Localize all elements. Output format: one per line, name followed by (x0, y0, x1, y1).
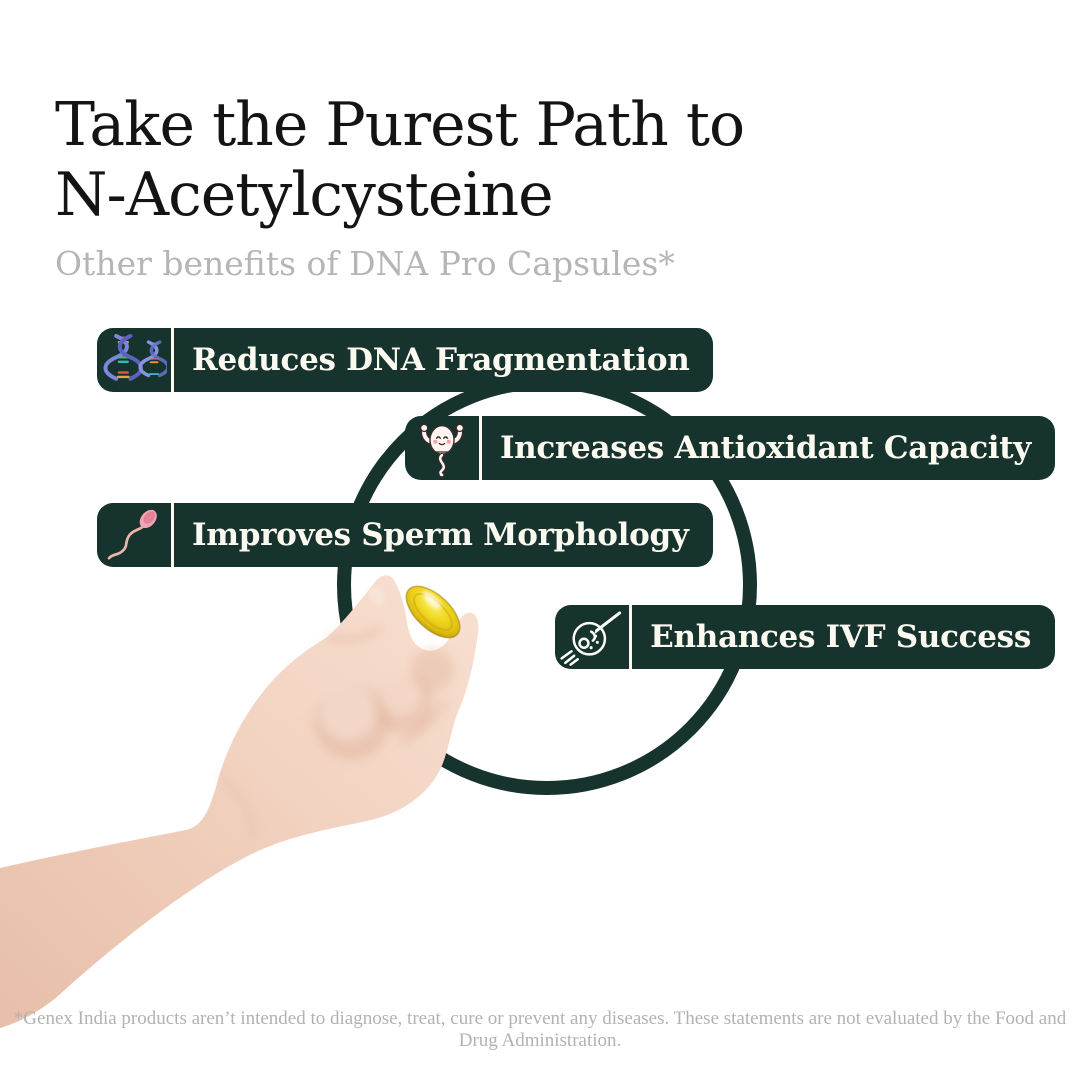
footer-disclaimer: *Genex India products aren’t intended to… (13, 1008, 1067, 1051)
sperm-flex-icon (405, 416, 479, 480)
title-line-1: Take the Purest Path to (55, 90, 745, 160)
benefit-label: Increases Antioxidant Capacity (499, 430, 1031, 466)
capsule (405, 585, 461, 639)
benefit-badge-antioxidant: Increases Antioxidant Capacity (404, 416, 1055, 480)
fingernail (369, 586, 385, 606)
dna-icon (97, 328, 171, 392)
benefit-badge-morphology: Improves Sperm Morphology (97, 503, 713, 567)
hand-silhouette (0, 575, 479, 1028)
benefit-badge-dna-fragmentation: Reduces DNA Fragmentation (97, 328, 714, 392)
benefit-label: Reduces DNA Fragmentation (192, 342, 690, 378)
benefit-label: Enhances IVF Success (650, 619, 1031, 655)
badge-divider (478, 416, 482, 480)
badge-divider (171, 503, 174, 567)
ivf-injection-icon (555, 605, 629, 669)
title-line-2: N-Acetylcysteine (55, 160, 554, 231)
benefit-badge-ivf: Enhances IVF Success (555, 605, 1055, 669)
page-subtitle: Other benefits of DNA Pro Capsules* (55, 244, 675, 284)
sperm-icon (97, 503, 171, 567)
page-title: Take the Purest Path to N-Acetylcysteine (55, 90, 745, 231)
badge-divider (629, 605, 633, 669)
badge-divider (171, 328, 174, 392)
benefit-label: Improves Sperm Morphology (192, 517, 689, 553)
header: Take the Purest Path to N-Acetylcysteine… (55, 90, 745, 284)
